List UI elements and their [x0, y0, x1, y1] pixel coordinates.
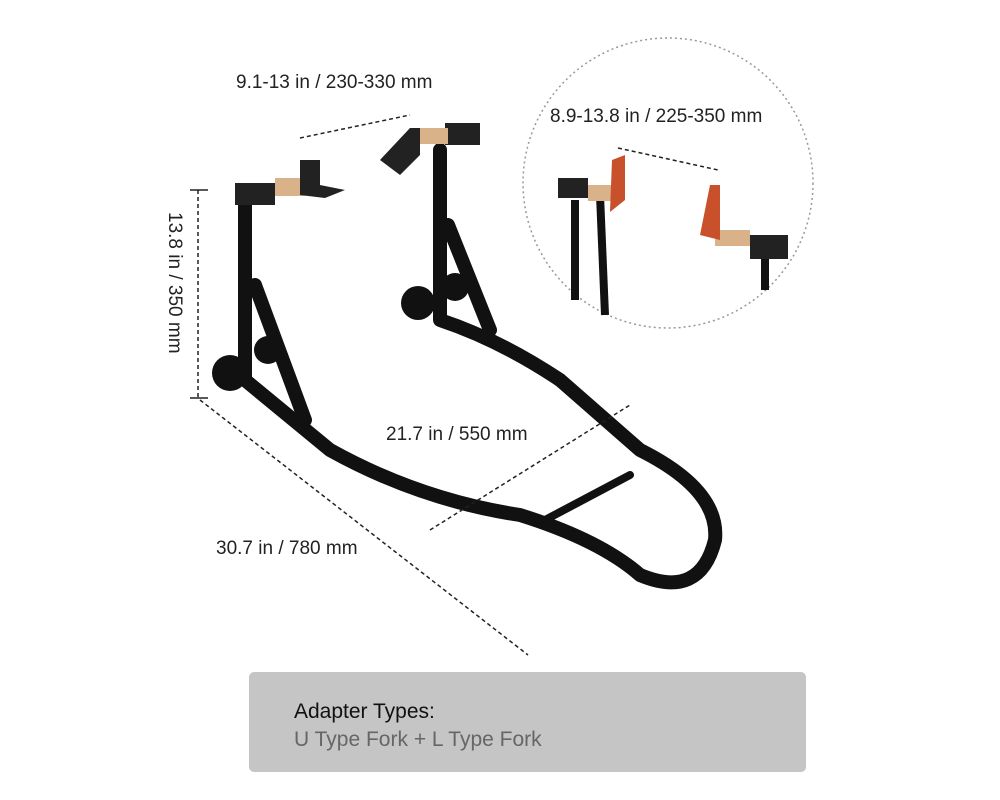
width-label: 21.7 in / 550 mm	[386, 424, 528, 445]
length-label: 30.7 in / 780 mm	[216, 538, 358, 559]
dimension-lines	[190, 114, 719, 656]
l-type-detail-circle	[522, 37, 814, 329]
adapter-spacing-u-label: 9.1-13 in / 230-330 mm	[236, 72, 433, 93]
height-label: 13.8 in / 350 mm	[164, 212, 185, 354]
stand-frame	[238, 143, 723, 590]
adapter-types-title: Adapter Types:	[294, 700, 435, 723]
adapter-types-text: U Type Fork + L Type Fork	[294, 728, 542, 751]
adapter-types-box: Adapter Types: U Type Fork + L Type Fork	[249, 672, 806, 772]
u-type-adapters	[235, 123, 480, 205]
wheels	[212, 273, 469, 391]
adapter-spacing-l-label: 8.9-13.8 in / 225-350 mm	[550, 106, 763, 127]
